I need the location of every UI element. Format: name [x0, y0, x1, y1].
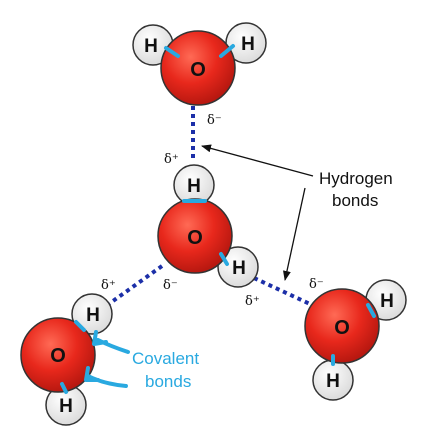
hydrogen-atom — [217, 246, 259, 288]
covalent-bond — [219, 252, 229, 266]
water-molecule-bottom-left: H H O — [20, 293, 113, 426]
arrow-to-right-hydrogen-bond — [283, 187, 306, 281]
hydrogen-symbol: H — [86, 305, 100, 326]
water-molecule-middle: H H O — [157, 164, 259, 288]
hydrogen-symbol: H — [380, 291, 394, 312]
hydrogen-symbol: H — [59, 396, 73, 417]
hydrogen-atom — [71, 293, 113, 335]
hydrogen-symbol: H — [144, 36, 158, 57]
covalent-bonds-annotation: Covalent bonds — [84, 330, 199, 391]
hydrogen-bond-right — [253, 276, 311, 306]
covalent-arrow-head-icon — [84, 366, 100, 382]
hydrogen-symbol: H — [232, 258, 246, 279]
oxygen-symbol: O — [50, 345, 66, 367]
covalent-arrow-head-icon — [92, 330, 108, 346]
covalent-arrow-icon — [86, 374, 128, 388]
oxygen-symbol: O — [334, 317, 350, 339]
hydrogen-symbol: H — [326, 371, 340, 392]
delta-plus-label: δ⁺ — [245, 294, 260, 309]
water-molecule-top: H H O — [132, 22, 267, 106]
hydrogen-bond-lines — [104, 106, 311, 308]
covalent-bond — [74, 320, 86, 332]
oxygen-symbol: O — [187, 227, 203, 249]
oxygen-atom — [304, 288, 380, 364]
oxygen-symbol: O — [190, 59, 206, 81]
hydrogen-bond-left — [104, 264, 164, 308]
arrow-to-top-hydrogen-bond — [201, 144, 314, 177]
partial-charges: δ⁻ δ⁺ δ⁺ δ⁻ δ⁺ δ⁻ — [101, 113, 324, 309]
water-molecule-bottom-right: H H O — [304, 279, 407, 401]
oxygen-atom — [160, 30, 236, 106]
hydrogen-symbol: H — [241, 34, 255, 55]
covalent-bond — [219, 44, 235, 58]
delta-minus-label: δ⁻ — [163, 278, 178, 293]
covalent-bond — [164, 46, 180, 58]
covalent-bonds-label-line2: bonds — [145, 372, 191, 391]
hydrogen-symbol: H — [187, 176, 201, 197]
covalent-bond — [366, 303, 376, 318]
hydrogen-bonds-annotation: Hydrogen bonds — [201, 144, 393, 281]
covalent-bonds-label-line1: Covalent — [132, 349, 199, 368]
delta-plus-label: δ⁺ — [101, 278, 116, 293]
delta-minus-label: δ⁻ — [309, 277, 324, 292]
covalent-bond — [60, 382, 68, 394]
oxygen-atom — [20, 317, 96, 393]
delta-minus-label: δ⁻ — [207, 113, 222, 128]
delta-plus-label: δ⁺ — [164, 152, 179, 167]
hydrogen-bonds-label-line1: Hydrogen — [319, 169, 393, 188]
hydrogen-bonds-label-line2: bonds — [332, 191, 378, 210]
